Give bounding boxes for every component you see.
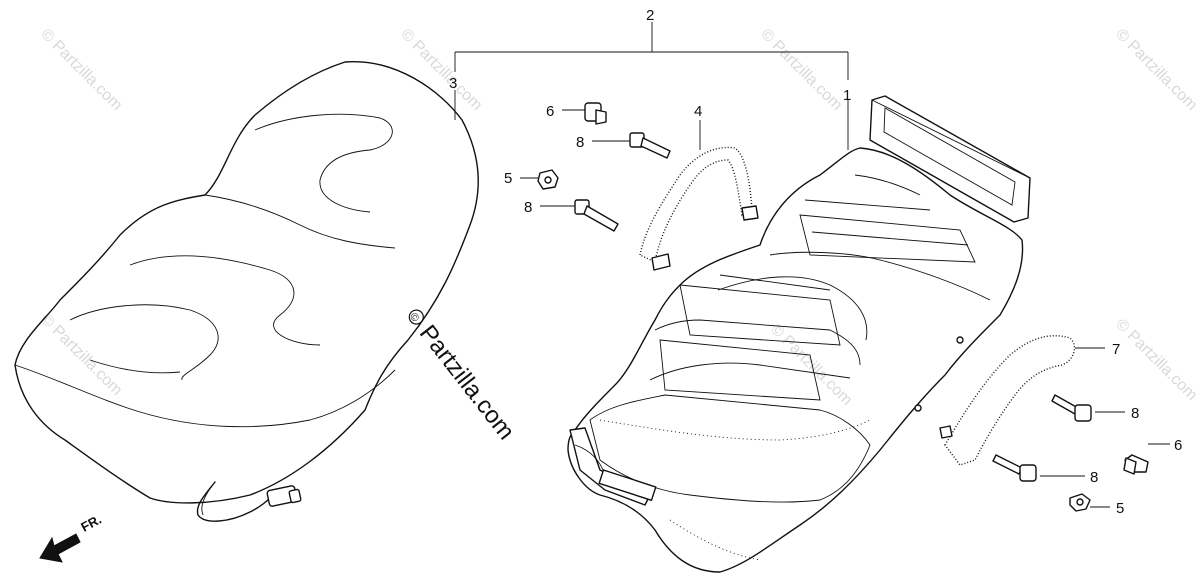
callout-5-upper: 5 [504, 170, 512, 187]
nut-5-upper [537, 169, 559, 190]
callout-8-middle: 8 [524, 199, 532, 216]
front-direction-arrow: FR. [39, 512, 104, 563]
callout-7: 7 [1112, 341, 1120, 358]
watermark: © Partzilla.com [1112, 26, 1200, 114]
callout-4: 4 [694, 103, 702, 120]
callout-8-right-a: 8 [1131, 405, 1139, 422]
watermark: © Partzilla.com [397, 26, 485, 114]
bolt-8-middle [574, 199, 619, 232]
callout-6-upper: 6 [546, 103, 554, 120]
callout-2: 2 [646, 7, 654, 24]
rear-grip-drawing [939, 335, 1076, 466]
watermark: © Partzilla.com [37, 311, 125, 399]
arrow-icon [39, 533, 81, 563]
callout-8-upper: 8 [576, 134, 584, 151]
watermark: © Partzilla.com [767, 321, 855, 409]
watermark: © Partzilla.com [37, 26, 125, 114]
callout-6-lower: 6 [1174, 437, 1182, 454]
callout-3: 3 [449, 75, 457, 92]
watermark: © Partzilla.com [1112, 316, 1200, 404]
bolt-8-upper [629, 132, 671, 159]
watermark: © Partzilla.com [757, 26, 845, 114]
collar-nut-6-lower [1123, 454, 1149, 475]
callouts: 2 1 3 4 6 8 5 8 7 8 6 8 5 [449, 7, 1182, 517]
callout-1: 1 [843, 87, 851, 104]
seat-assembly-drawing [567, 95, 1031, 573]
direction-label: FR. [78, 512, 104, 535]
callout-5-lower: 5 [1116, 500, 1124, 517]
group-2-bracket [454, 22, 849, 80]
leader-lines [454, 90, 1170, 508]
bolt-8-right-b [992, 454, 1037, 482]
nut-5-lower [1069, 493, 1091, 512]
brand-copyright-symbol: © [407, 311, 421, 325]
seat-cover-drawing [14, 61, 479, 522]
brand-text: Partzilla.com [414, 320, 520, 445]
callout-8-right-b: 8 [1090, 469, 1098, 486]
grab-handle-drawing [639, 146, 759, 271]
bolt-8-right-a [1051, 394, 1092, 422]
collar-nut-6-upper [584, 102, 607, 125]
